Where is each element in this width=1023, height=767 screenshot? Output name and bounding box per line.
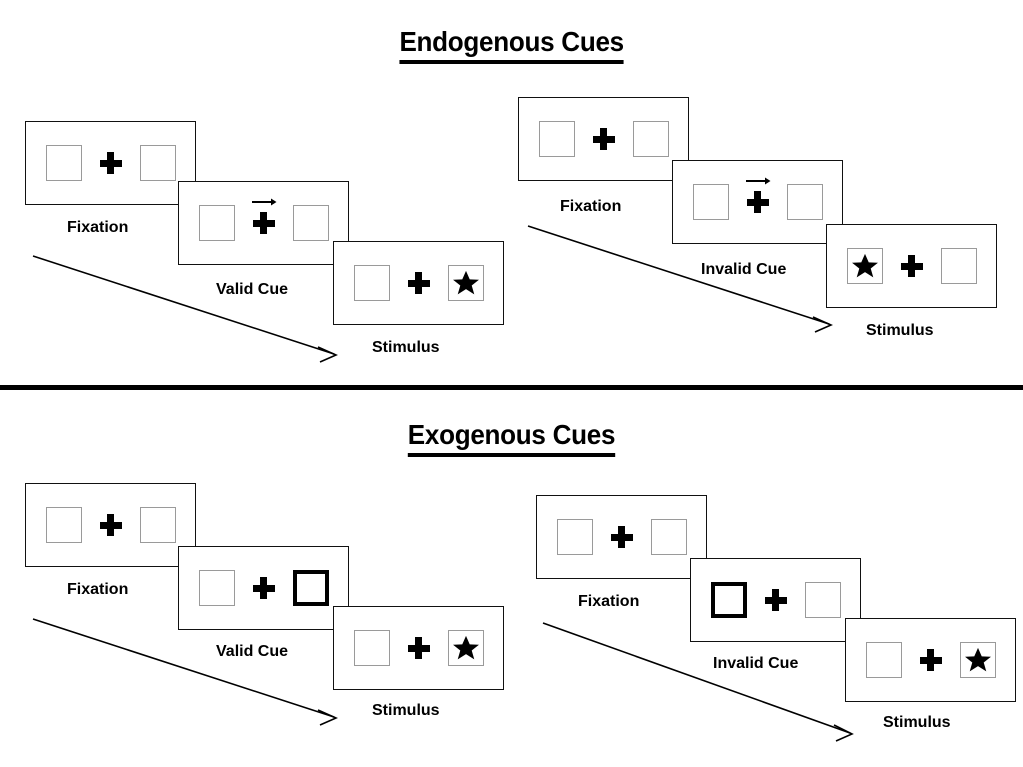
frame-caption-fixation: Fixation: [67, 581, 129, 598]
left-placeholder-box: [198, 205, 235, 241]
trial-frame-fixation: [536, 495, 707, 579]
right-placeholder-box: [786, 184, 823, 220]
frame-caption-stimulus: Stimulus: [372, 339, 440, 356]
frame-caption-stimulus: Stimulus: [883, 714, 951, 731]
trial-frame-valid-cue: [178, 546, 349, 630]
left-cued-box: [710, 582, 747, 618]
frame-caption-valid-cue: Valid Cue: [216, 643, 289, 660]
frame-caption-fixation: Fixation: [578, 593, 640, 610]
plus-icon: [407, 272, 430, 294]
right-placeholder-box: [632, 121, 669, 157]
right-placeholder-box: [650, 519, 687, 555]
plus-icon: [251, 198, 276, 234]
trial-frame-invalid-cue: [672, 160, 843, 244]
right-placeholder-box: [940, 248, 977, 284]
trial-frame-fixation: [25, 121, 196, 205]
plus-icon: [407, 637, 430, 659]
left-placeholder-box: [556, 519, 593, 555]
right-placeholder-box: [804, 582, 841, 618]
frame-caption-invalid-cue: Invalid Cue: [701, 261, 787, 278]
trial-frame-valid-cue: [178, 181, 349, 265]
right-placeholder-box: [292, 205, 329, 241]
right-target-box: [447, 630, 484, 666]
right-placeholder-box: [139, 145, 176, 181]
trial-frame-fixation: [25, 483, 196, 567]
left-placeholder-box: [538, 121, 575, 157]
frame-caption-fixation: Fixation: [560, 198, 622, 215]
left-placeholder-box: [353, 630, 390, 666]
arrow-right-icon: [251, 197, 277, 207]
left-placeholder-box: [198, 570, 235, 606]
plus-icon: [764, 589, 787, 611]
right-placeholder-box: [139, 507, 176, 543]
trial-frame-stimulus: [333, 241, 504, 325]
plus-icon: [252, 577, 275, 599]
section-title-endogenous-text: Endogenous Cues: [399, 26, 624, 64]
arrow-right-icon: [745, 176, 771, 186]
section-divider: [0, 385, 1023, 390]
frame-caption-fixation: Fixation: [67, 219, 129, 236]
frame-caption-invalid-cue: Invalid Cue: [713, 655, 799, 672]
trial-frame-fixation: [518, 97, 689, 181]
left-placeholder-box: [692, 184, 729, 220]
right-cued-box: [292, 570, 329, 606]
right-target-box: [959, 642, 996, 678]
plus-icon: [592, 128, 615, 150]
left-placeholder-box: [353, 265, 390, 301]
frame-caption-stimulus: Stimulus: [866, 322, 934, 339]
plus-icon: [99, 514, 122, 536]
plus-icon: [745, 177, 770, 213]
section-title-endogenous: Endogenous Cues: [0, 26, 1023, 64]
frame-caption-valid-cue: Valid Cue: [216, 281, 289, 298]
section-title-exogenous: Exogenous Cues: [0, 419, 1023, 457]
plus-icon: [900, 255, 923, 277]
right-target-box: [447, 265, 484, 301]
left-placeholder-box: [45, 507, 82, 543]
frame-caption-stimulus: Stimulus: [372, 702, 440, 719]
star-icon: [851, 253, 878, 278]
trial-frame-stimulus: [845, 618, 1016, 702]
left-placeholder-box: [865, 642, 902, 678]
section-title-exogenous-text: Exogenous Cues: [407, 419, 615, 457]
star-icon: [964, 647, 991, 672]
trial-frame-stimulus: [826, 224, 997, 308]
left-placeholder-box: [45, 145, 82, 181]
star-icon: [452, 635, 479, 660]
left-target-box: [846, 248, 883, 284]
trial-frame-invalid-cue: [690, 558, 861, 642]
plus-icon: [99, 152, 122, 174]
plus-icon: [610, 526, 633, 548]
star-icon: [452, 270, 479, 295]
trial-frame-stimulus: [333, 606, 504, 690]
plus-icon: [919, 649, 942, 671]
